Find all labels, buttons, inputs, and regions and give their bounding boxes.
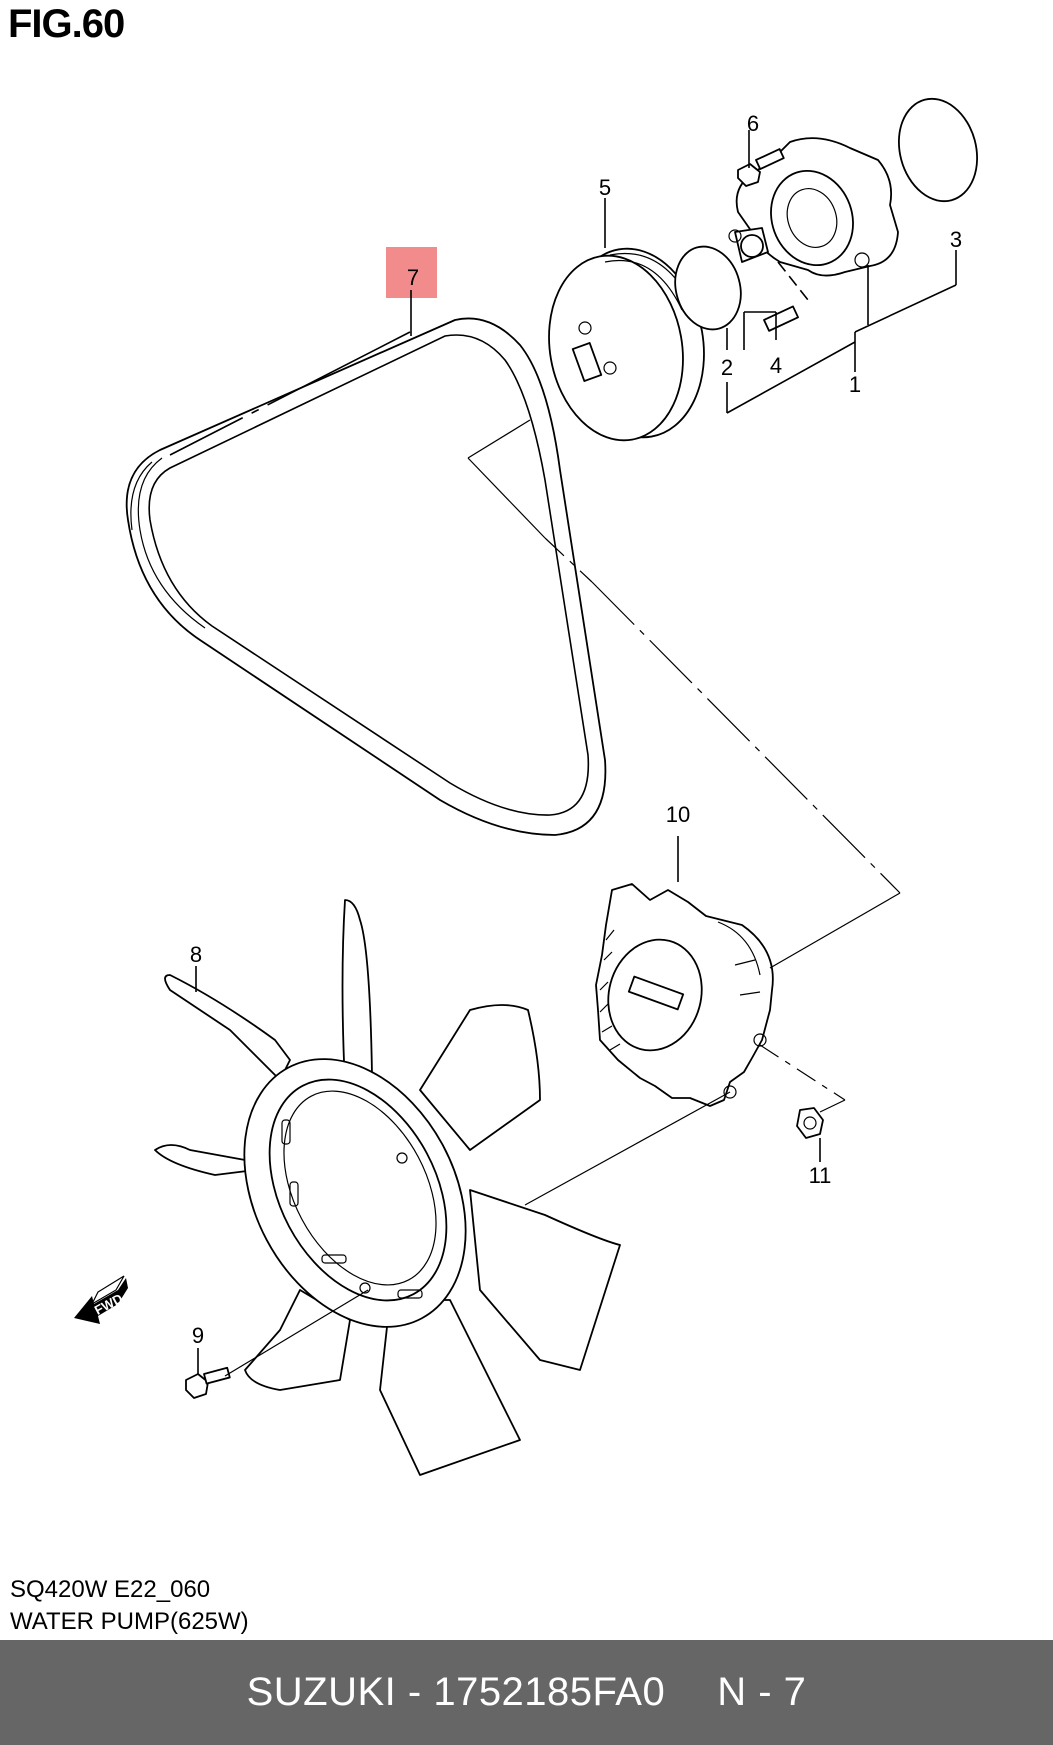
exploded-parts-diagram: FWD <box>74 90 988 1476</box>
footer-page: N - 7 <box>717 1670 807 1714</box>
figure-title: FIG.60 <box>8 2 125 46</box>
callout-7[interactable]: 7 <box>407 265 419 290</box>
callout-11[interactable]: 11 <box>809 1163 832 1188</box>
fan-clutch-part-10[interactable] <box>595 883 774 1107</box>
diagram-code: SQ420W E22_060 <box>10 1576 211 1603</box>
callout-9[interactable]: 9 <box>192 1323 204 1348</box>
pulley-part-5[interactable] <box>535 238 719 451</box>
nut-part-11[interactable] <box>796 1107 824 1139</box>
callout-6[interactable]: 6 <box>747 111 759 136</box>
callout-10[interactable]: 10 <box>666 802 690 827</box>
gasket-part-3[interactable] <box>888 90 988 210</box>
callout-4[interactable]: 4 <box>770 353 782 378</box>
forward-direction-arrow: FWD <box>74 1275 128 1324</box>
gasket-part-2[interactable] <box>666 239 750 337</box>
callout-5[interactable]: 5 <box>599 175 611 200</box>
callout-1[interactable]: 1 <box>849 372 861 397</box>
callout-highlight-7 <box>386 247 437 298</box>
callout-2[interactable]: 2 <box>721 355 733 380</box>
bolt-part-6[interactable] <box>737 148 785 187</box>
diagram-name: WATER PUMP(625W) <box>10 1608 249 1635</box>
callout-8[interactable]: 8 <box>190 942 202 967</box>
callout-3[interactable]: 3 <box>950 227 962 252</box>
footer-brand-part: SUZUKI - 1752185FA0 <box>246 1670 666 1714</box>
v-belt-part-7[interactable] <box>125 317 607 836</box>
footer-bar: SUZUKI - 1752185FA0 N - 7 <box>0 1640 1053 1745</box>
water-pump-part-1[interactable] <box>728 137 899 277</box>
cooling-fan-part-8[interactable] <box>154 899 621 1476</box>
stud-part-4[interactable] <box>763 305 799 332</box>
bolt-part-9[interactable] <box>185 1366 231 1399</box>
leader-lines <box>195 130 957 1377</box>
